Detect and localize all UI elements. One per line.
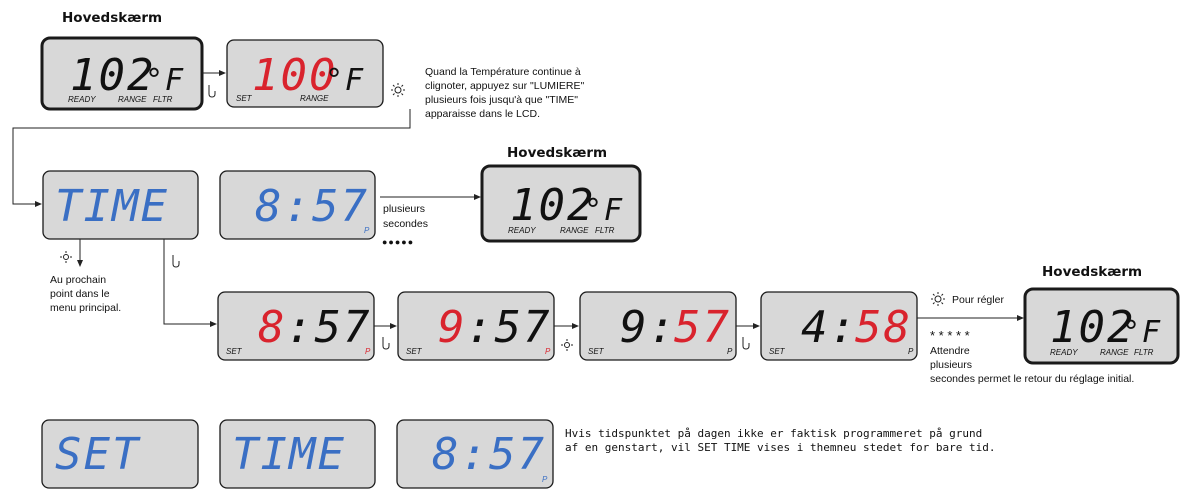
lcd-temp-value: 102 bbox=[70, 50, 155, 101]
lcd-ready-label: READY bbox=[68, 95, 96, 104]
svg-text:4:: 4: bbox=[801, 302, 858, 353]
next-point-note: Au prochain point dans le menu principal… bbox=[50, 274, 121, 314]
lcd-set-temp-value: 100 bbox=[252, 50, 337, 101]
lcd-main-temp-2: 102 °F READY RANGE FLTR bbox=[480, 164, 642, 243]
svg-text:menu principal.: menu principal. bbox=[50, 302, 121, 314]
lcd-edit-minute-1: 9: 57 SET P bbox=[579, 291, 737, 361]
stars: * * * * * bbox=[930, 328, 970, 343]
svg-text:9: 9 bbox=[438, 302, 467, 353]
lcd-bottom-set: SET bbox=[41, 419, 199, 489]
svg-text:RANGE: RANGE bbox=[1100, 348, 1129, 357]
pour-regler-note: Pour régler bbox=[952, 294, 1004, 306]
svg-text:P: P bbox=[365, 347, 371, 356]
lcd-edit-hour-2: 9 :57 SET P bbox=[397, 291, 555, 361]
lcd-range-label: RANGE bbox=[300, 94, 329, 103]
svg-text::57: :57 bbox=[466, 302, 551, 353]
svg-text:plusieurs fois jusqu'à que "TI: plusieurs fois jusqu'à que "TIME" bbox=[425, 94, 578, 106]
bottom-note: Hvis tidspunktet på dagen ikke er faktis… bbox=[565, 427, 995, 454]
svg-text:P: P bbox=[542, 475, 548, 484]
svg-text:P: P bbox=[727, 347, 733, 356]
title-main-screen-1: Hovedskærm bbox=[62, 10, 162, 26]
lcd-temp-unit: °F bbox=[584, 193, 624, 228]
title-main-screen-2: Hovedskærm bbox=[507, 145, 607, 161]
svg-text:8:57: 8:57 bbox=[432, 429, 546, 480]
svg-text:Au prochain: Au prochain bbox=[50, 274, 106, 286]
lcd-fltr-label: FLTR bbox=[595, 226, 615, 235]
svg-text:SET: SET bbox=[769, 347, 786, 356]
lcd-temp-unit: °F bbox=[145, 63, 185, 98]
plusieurs-note: plusieurs bbox=[383, 203, 425, 215]
lcd-clock: 8:57 P bbox=[219, 170, 376, 240]
svg-text:P: P bbox=[545, 347, 551, 356]
svg-text:P: P bbox=[908, 347, 914, 356]
lcd-set-label: SET bbox=[236, 94, 253, 103]
temp-button-icon bbox=[172, 255, 180, 268]
secondes-note: secondes bbox=[383, 218, 428, 230]
svg-text:SET: SET bbox=[406, 347, 423, 356]
lcd-range-label: RANGE bbox=[118, 95, 147, 104]
svg-text:plusieurs: plusieurs bbox=[930, 359, 972, 371]
light-button-icon bbox=[60, 251, 72, 263]
light-button-icon bbox=[561, 339, 573, 351]
lcd-set-temp-unit: °F bbox=[325, 63, 365, 98]
temp-button-icon bbox=[208, 85, 216, 98]
lcd-time-text: TIME bbox=[55, 181, 169, 232]
title-main-screen-3: Hovedskærm bbox=[1042, 264, 1142, 280]
lcd-set-temp: 100 °F SET RANGE bbox=[226, 39, 384, 108]
svg-text:8: 8 bbox=[258, 302, 287, 353]
light-button-icon bbox=[931, 292, 945, 306]
svg-text:clignoter, appuyez sur "LUMIER: clignoter, appuyez sur "LUMIERE" bbox=[425, 80, 584, 92]
svg-text:57: 57 bbox=[674, 302, 731, 353]
svg-text:Hvis tidspunktet på dagen ikke: Hvis tidspunktet på dagen ikke er faktis… bbox=[565, 427, 982, 440]
svg-text:58: 58 bbox=[855, 302, 912, 353]
lcd-edit-minute-2: 4: 58 SET P bbox=[760, 291, 918, 361]
svg-text:Attendre: Attendre bbox=[930, 345, 970, 357]
lcd-edit-hour-1: 8 :57 SET P bbox=[217, 291, 375, 361]
lcd-fltr-label: FLTR bbox=[153, 95, 173, 104]
lcd-temp-value: 102 bbox=[510, 180, 595, 231]
svg-text:Quand la Température continue: Quand la Température continue à bbox=[425, 66, 581, 78]
lcd-bottom-clock: 8:57 P bbox=[396, 419, 554, 489]
dots: ●●●●● bbox=[382, 237, 414, 247]
svg-text:SET: SET bbox=[55, 429, 141, 480]
svg-text:apparaisse dans le LCD.: apparaisse dans le LCD. bbox=[425, 108, 540, 120]
lcd-p-label: P bbox=[364, 226, 370, 235]
svg-text:READY: READY bbox=[1050, 348, 1078, 357]
lcd-main-temp-3: 102 °F READY RANGE FLTR bbox=[1023, 287, 1180, 365]
svg-text:9:: 9: bbox=[620, 302, 677, 353]
svg-text:secondes permet le retour du r: secondes permet le retour du réglage ini… bbox=[930, 373, 1134, 385]
svg-text:af en genstart, vil SET TIME v: af en genstart, vil SET TIME vises i the… bbox=[565, 441, 995, 454]
svg-text:point dans le: point dans le bbox=[50, 288, 110, 300]
svg-text:SET: SET bbox=[226, 347, 243, 356]
instruction-note: Quand la Température continue à clignote… bbox=[425, 66, 584, 120]
svg-text::57: :57 bbox=[286, 302, 371, 353]
lcd-time: TIME bbox=[42, 170, 199, 240]
lcd-clock-text: 8:57 bbox=[255, 181, 369, 232]
svg-text:SET: SET bbox=[588, 347, 605, 356]
temp-button-icon bbox=[742, 337, 750, 350]
lcd-ready-label: READY bbox=[508, 226, 536, 235]
lcd-bottom-time: TIME bbox=[219, 419, 376, 489]
attendre-note: Attendre plusieurs secondes permet le re… bbox=[930, 345, 1134, 385]
lcd-main-temp-1: 102 °F READY RANGE FLTR bbox=[40, 36, 204, 111]
svg-text:102: 102 bbox=[1050, 302, 1135, 353]
temp-button-icon bbox=[382, 337, 390, 350]
svg-text:°F: °F bbox=[1122, 315, 1162, 350]
svg-text:TIME: TIME bbox=[232, 429, 346, 480]
light-button-icon bbox=[391, 83, 405, 97]
svg-text:FLTR: FLTR bbox=[1134, 348, 1154, 357]
lcd-range-label: RANGE bbox=[560, 226, 589, 235]
